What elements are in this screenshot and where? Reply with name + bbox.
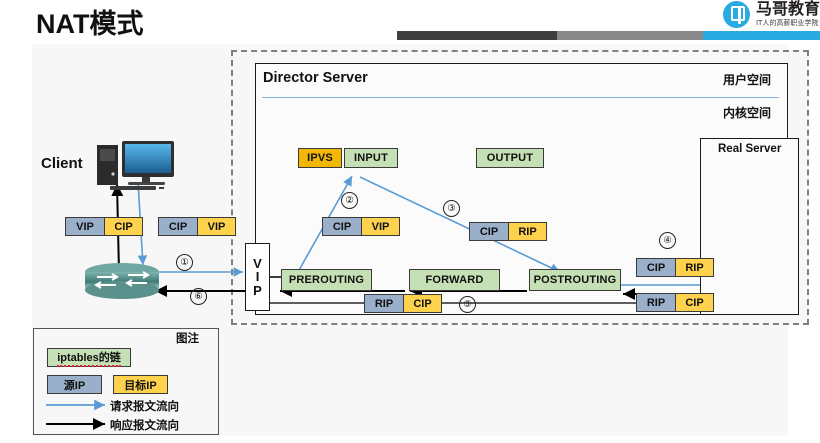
packet-dst: RIP bbox=[675, 259, 713, 276]
kernel-space-divider bbox=[262, 97, 779, 98]
packet-rip-cip-forward: RIP CIP bbox=[364, 294, 442, 313]
legend-request-flow-label: 请求报文流向 bbox=[110, 401, 179, 413]
packet-src: RIP bbox=[365, 295, 403, 312]
brand-tagline: IT人的高薪职业学院 bbox=[755, 19, 819, 27]
step-4: ④ bbox=[659, 232, 676, 249]
vip-gateway[interactable]: V I P bbox=[245, 243, 270, 311]
brand-name: 马哥教育 bbox=[755, 1, 820, 18]
step-2: ② bbox=[341, 192, 358, 209]
vip-letter-i: I bbox=[255, 269, 260, 285]
packet-src: CIP bbox=[159, 218, 197, 235]
packet-cip-rip-realserver: CIP RIP bbox=[636, 258, 714, 277]
legend-response-flow-label: 响应报文流向 bbox=[110, 420, 179, 432]
real-server-title: Real Server bbox=[718, 143, 782, 155]
step-6: ⑥ bbox=[190, 288, 207, 305]
step-5: ⑤ bbox=[459, 296, 476, 313]
node-postrouting[interactable]: POSTROUTING bbox=[529, 269, 621, 291]
real-server-box bbox=[700, 138, 799, 315]
packet-rip-cip-realserver: RIP CIP bbox=[636, 293, 714, 312]
packet-cip-rip-postrouting: CIP RIP bbox=[469, 222, 547, 241]
page-title: NAT模式 bbox=[36, 9, 144, 39]
packet-cip-vip-client: CIP VIP bbox=[158, 217, 236, 236]
packet-dst: VIP bbox=[361, 218, 399, 235]
node-prerouting[interactable]: PREROUTING bbox=[281, 269, 372, 291]
legend-dst-swatch: 目标IP bbox=[113, 375, 168, 394]
step-3: ③ bbox=[443, 200, 460, 217]
step-1: ① bbox=[176, 254, 193, 271]
director-server-title: Director Server bbox=[263, 70, 368, 86]
packet-src: CIP bbox=[323, 218, 361, 235]
brand-text: 马哥教育 IT人的高薪职业学院 bbox=[756, 2, 820, 27]
circle-logo-icon bbox=[722, 1, 750, 28]
packet-src: CIP bbox=[637, 259, 675, 276]
client-label: Client bbox=[41, 155, 83, 172]
node-ipvs[interactable]: IPVS bbox=[298, 148, 342, 168]
kernel-space-label: 内核空间 bbox=[723, 106, 772, 120]
node-forward[interactable]: FORWARD bbox=[409, 269, 500, 291]
packet-dst: CIP bbox=[675, 294, 713, 311]
packet-dst: RIP bbox=[508, 223, 546, 240]
packet-dst: CIP bbox=[403, 295, 441, 312]
packet-src: VIP bbox=[66, 218, 104, 235]
legend-chain-label: iptables的链 bbox=[57, 349, 121, 367]
header-accent-bar bbox=[397, 31, 820, 40]
legend-chain-swatch: iptables的链 bbox=[47, 348, 131, 367]
brand-logo: 马哥教育 IT人的高薪职业学院 bbox=[722, 1, 820, 28]
vip-letter-p: P bbox=[253, 282, 262, 298]
vip-letter-v: V bbox=[253, 255, 262, 271]
header-bar-segment-dark bbox=[397, 31, 557, 40]
header-bar-segment-blue bbox=[703, 31, 820, 40]
node-output[interactable]: OUTPUT bbox=[476, 148, 544, 168]
packet-src: CIP bbox=[470, 223, 508, 240]
legend-title: 图注 bbox=[176, 333, 199, 345]
packet-dst: VIP bbox=[197, 218, 235, 235]
packet-cip-vip-prerouting: CIP VIP bbox=[322, 217, 400, 236]
node-input[interactable]: INPUT bbox=[344, 148, 398, 168]
packet-vip-cip: VIP CIP bbox=[65, 217, 143, 236]
user-space-label: 用户空间 bbox=[723, 73, 772, 87]
header-bar-segment-gray bbox=[557, 31, 703, 40]
packet-dst: CIP bbox=[104, 218, 142, 235]
legend-src-swatch: 源IP bbox=[47, 375, 102, 394]
packet-src: RIP bbox=[637, 294, 675, 311]
